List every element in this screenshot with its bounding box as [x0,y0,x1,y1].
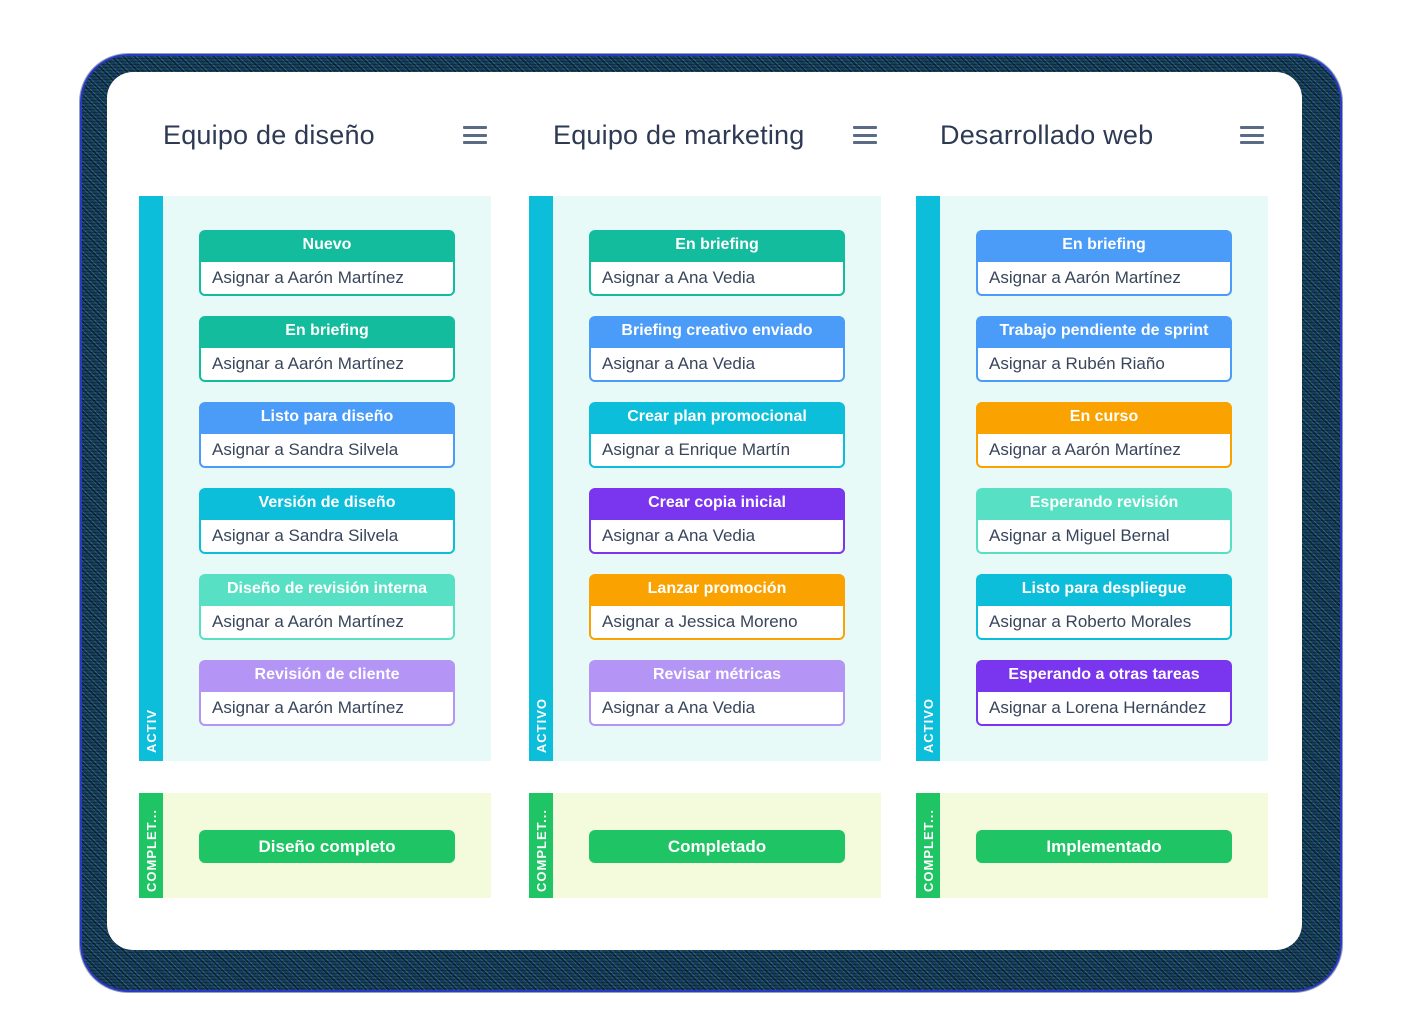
active-lane-bar: ACTIVO [529,196,553,761]
task-status-label: En briefing [199,316,455,346]
active-lane-bar: ACTIV [139,196,163,761]
active-lane-bar: ACTIVO [916,196,940,761]
task-status-label: Crear copia inicial [589,488,845,518]
task-status-label: Lanzar promoción [589,574,845,604]
completed-lane-panel: Diseño completo [163,793,491,898]
task-assignee-field[interactable]: Asignar a Ana Vedia [589,690,845,726]
completed-lane: COMPLET... Implementado [916,793,1268,898]
task-assignee-field[interactable]: Asignar a Sandra Silvela [199,432,455,468]
task-status-label: Versión de diseño [199,488,455,518]
task-assignee-field[interactable]: Asignar a Sandra Silvela [199,518,455,554]
completed-lane-label: COMPLET... [920,809,936,892]
task-assignee-field[interactable]: Asignar a Aarón Martínez [976,432,1232,468]
task-status-label: Esperando revisión [976,488,1232,518]
task-status-label: Trabajo pendiente de sprint [976,316,1232,346]
completed-status-button[interactable]: Implementado [976,830,1232,863]
active-lane-label: ACTIVO [920,697,936,753]
task-assignee-field[interactable]: Asignar a Ana Vedia [589,518,845,554]
completed-lane-panel: Completado [553,793,881,898]
completed-lane-label: COMPLET... [143,809,159,892]
task-assignee-field[interactable]: Asignar a Rubén Riaño [976,346,1232,382]
task-assignee-field[interactable]: Asignar a Miguel Bernal [976,518,1232,554]
column-header: Equipo de diseño [139,110,491,160]
task-status-label: En curso [976,402,1232,432]
task-status-label: Crear plan promocional [589,402,845,432]
column-header: Desarrollado web [916,110,1268,160]
active-lane-label: ACTIV [143,709,159,753]
task-status-label: Briefing creativo enviado [589,316,845,346]
column-title: Desarrollado web [940,120,1154,150]
completed-status-button[interactable]: Diseño completo [199,830,455,863]
column-title: Equipo de marketing [553,120,805,150]
hamburger-menu-icon[interactable] [463,126,487,144]
task-status-label: Nuevo [199,230,455,260]
task-status-label: Listo para despliegue [976,574,1232,604]
hamburger-menu-icon[interactable] [853,126,877,144]
task-assignee-field[interactable]: Asignar a Jessica Moreno [589,604,845,640]
task-assignee-field[interactable]: Asignar a Lorena Hernández [976,690,1232,726]
completed-lane: COMPLET... Diseño completo [139,793,491,898]
task-status-label: Diseño de revisión interna [199,574,455,604]
task-assignee-field[interactable]: Asignar a Aarón Martínez [199,346,455,382]
task-status-label: En briefing [976,230,1232,260]
task-assignee-field[interactable]: Asignar a Ana Vedia [589,346,845,382]
task-status-label: Revisar métricas [589,660,845,690]
completed-status-button[interactable]: Completado [589,830,845,863]
column-title: Equipo de diseño [163,120,375,150]
task-assignee-field[interactable]: Asignar a Ana Vedia [589,260,845,296]
task-status-label: Revisión de cliente [199,660,455,690]
active-lane-label: ACTIVO [533,697,549,753]
completed-lane-label: COMPLET... [533,809,549,892]
task-assignee-field[interactable]: Asignar a Enrique Martín [589,432,845,468]
hamburger-menu-icon[interactable] [1240,126,1264,144]
task-assignee-field[interactable]: Asignar a Aarón Martínez [199,260,455,296]
task-status-label: En briefing [589,230,845,260]
task-status-label: Listo para diseño [199,402,455,432]
task-assignee-field[interactable]: Asignar a Roberto Morales [976,604,1232,640]
task-assignee-field[interactable]: Asignar a Aarón Martínez [199,604,455,640]
completed-lane-panel: Implementado [940,793,1268,898]
completed-lane: COMPLET... Completado [529,793,881,898]
completed-lane-bar: COMPLET... [529,793,553,898]
column-header: Equipo de marketing [529,110,881,160]
task-assignee-field[interactable]: Asignar a Aarón Martínez [199,690,455,726]
completed-lane-bar: COMPLET... [916,793,940,898]
task-status-label: Esperando a otras tareas [976,660,1232,690]
completed-lane-bar: COMPLET... [139,793,163,898]
task-assignee-field[interactable]: Asignar a Aarón Martínez [976,260,1232,296]
